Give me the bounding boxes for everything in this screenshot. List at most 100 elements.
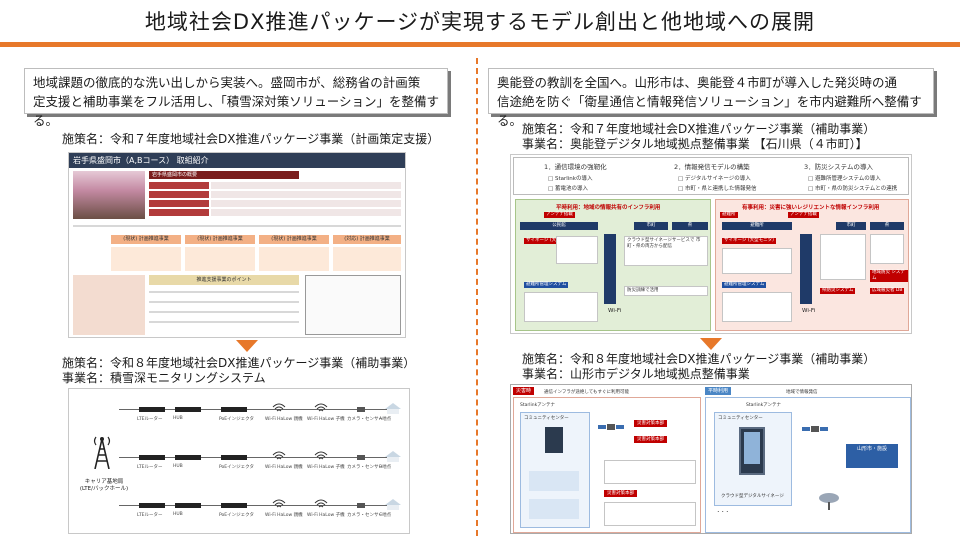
network-node-label: LTEルーター	[137, 513, 163, 518]
yamagata-slide-image: 災害時 平時利用 通信インフラが途絶してもすぐに利用可能 Starlinkアンテ…	[510, 384, 912, 534]
step-detail-box	[185, 247, 255, 271]
right-caption-1-line-2: 事業名：奥能登デジタル地域拠点整備事業 【石川県（４市町）】	[522, 137, 868, 151]
network-node-label: カメラ・センサー	[347, 465, 383, 470]
poe-injector-icon	[221, 503, 247, 508]
disaster-tag: 災害時	[513, 387, 535, 395]
disaster-heading: 通信インフラが途絶してもすぐに利用可能	[544, 390, 630, 395]
right-caption-2-line-2: 事業名：山形市デジタル地域拠点整備事業	[522, 367, 750, 381]
table-row-label	[149, 200, 209, 207]
flow-box	[604, 502, 696, 526]
public-hall-label: 公民館	[520, 222, 598, 230]
okunoto-slide-image: 1．通信環境の強靭化 2．情報発信モデルの構築 3．防災システムの導入 □ St…	[510, 154, 912, 334]
poe-injector-icon	[221, 455, 247, 460]
network-node-label: A地点	[379, 417, 392, 422]
network-connector	[119, 505, 389, 506]
pillar-heading-2: 2．情報発信モデルの構築	[674, 163, 750, 171]
right-caption-1-line-1: 施策名：令和７年度地域社会DX推進パッケージ事業（補助事業）	[522, 122, 876, 136]
pillar-item: デジタルサイネージの導入	[684, 176, 751, 182]
down-arrow-icon	[700, 338, 722, 350]
hub-icon	[175, 455, 201, 460]
step-detail-box	[333, 247, 401, 271]
pref-label: 県	[672, 222, 708, 230]
hq-box-1: 災害対策本部	[634, 420, 667, 427]
drill-box: 防災訓練で活用	[624, 286, 708, 296]
signage-detail-box	[556, 236, 598, 264]
shelter-label: 避難所	[722, 222, 792, 230]
satellite-icon	[802, 426, 828, 432]
emergency-use-caption: 有事利用：災害に強いレジリエントな情報インフラ利用	[742, 205, 880, 211]
antenna-badge: アンテナ搭載	[544, 212, 575, 218]
pref-system-box	[870, 234, 904, 264]
left-summary-box: 地域課題の徹底的な洗い出しから実装へ。盛岡市が、総務省の計画策 定支援と補助事業…	[24, 68, 448, 128]
camera-sensor-icon	[357, 407, 365, 412]
pillar-item: 市町・県の防災システムとの連携	[814, 186, 898, 192]
network-node-label: Wi-Fi HaLow 子機	[307, 513, 345, 518]
step-chevron-4: (対応) 計画推進事業	[333, 235, 401, 244]
network-node-label: Wi-Fi HaLow 親機	[265, 513, 303, 518]
wifi-halow-icon	[314, 403, 328, 412]
divider-line	[149, 291, 299, 293]
hq-box-2: 災害対策本部	[634, 436, 667, 443]
network-node-label: Wi-Fi HaLow 子機	[307, 465, 345, 470]
wifi-halow-icon	[314, 499, 328, 508]
normal-tag: 平時利用	[705, 387, 732, 395]
tower-label-line-1: キャリア基地局	[84, 479, 124, 485]
koiki-db-badge: 広域被災者 DB	[870, 288, 905, 294]
right-caption-2-line-1: 施策名：令和８年度地域社会DX推進パッケージ事業（補助事業）	[522, 352, 876, 366]
tower-label-line-2: (LTE/バックホール)	[79, 486, 129, 492]
table-row-label	[149, 209, 209, 216]
note-text: ・・・	[716, 510, 730, 515]
cloud-box-2	[820, 234, 866, 280]
right-summary-line-2: 信途絶を防ぐ「衛星通信と情報発信ソリューション」を市内避難所へ整備する。	[497, 94, 922, 128]
starlink-bar-2	[800, 234, 812, 304]
hub-icon	[175, 503, 201, 508]
network-connector	[119, 457, 389, 458]
cloud-signage-label: クラウド型デジタルサイネージ	[721, 494, 784, 499]
right-summary-box: 奥能登の教訓を全国へ。山形市は、奥能登４市町が導入した発災時の通 信途絶を防ぐ「…	[488, 68, 934, 128]
cloud-signage-text: クラウド型サイネージサービスで 市町・県の両方から配信	[627, 238, 701, 249]
network-node-label: PoEインジェクタ	[219, 417, 254, 422]
network-connector	[119, 409, 389, 410]
wifi-halow-icon	[272, 403, 286, 412]
right-summary-line-1: 奥能登の教訓を全国へ。山形市は、奥能登４市町が導入した発災時の通	[497, 75, 898, 90]
city-label-2: 市町	[836, 222, 866, 230]
network-node-label: カメラ・センサー	[347, 417, 383, 422]
signage-detail-box-2	[722, 248, 792, 274]
wifi-halow-icon	[314, 451, 328, 460]
antenna-badge-2: アンテナ搭載	[788, 212, 819, 218]
cell-tower-icon	[93, 436, 111, 469]
device-panel	[529, 471, 579, 491]
network-node-label: PoEインジェクタ	[219, 513, 254, 518]
normal-panel: 地域で情報発信 Starlinkアンテナ コミュニティセンター クラウド型デジタ…	[705, 390, 911, 533]
signage-badge-2: サイネージ (大型モニタ)	[722, 238, 776, 244]
yamagata-facility-label: 山形市・施設	[856, 446, 887, 452]
starlink-label: Starlinkアンテナ	[520, 403, 556, 408]
network-node-label: HUB	[173, 416, 183, 421]
left-summary-line-2: 定支援と補助事業をフル活用し、「積雪深対策ソリューション」を整備する。	[33, 94, 440, 128]
starlink-dish-icon	[819, 493, 839, 510]
site-building-icon	[385, 403, 401, 414]
tower-label: キャリア基地局 (LTE/バックホール)	[73, 479, 135, 493]
table-row	[211, 191, 401, 198]
table-row-label	[149, 191, 209, 198]
morioka-slide-image: 岩手県盛岡市（A,Bコース） 取組紹介 岩手県盛岡市の概要 (現状) 計画推進事…	[68, 152, 406, 338]
network-node-label: Wi-Fi HaLow 子機	[307, 417, 345, 422]
signage-device-icon	[545, 427, 563, 453]
down-arrow-icon	[236, 340, 258, 352]
yamagata-facility-box: 山形市・施設	[846, 444, 898, 468]
site-building-icon	[385, 499, 401, 510]
network-node-label: カメラ・センサー	[347, 513, 383, 518]
morioka-overview-label: 岩手県盛岡市の概要	[149, 171, 299, 179]
community-center-box-2: コミュニティセンター クラウド型デジタルサイネージ	[714, 412, 792, 506]
normal-heading: 地域で情報発信	[786, 390, 818, 395]
table-row	[211, 209, 401, 216]
disaster-panel: 通信インフラが途絶してもすぐに利用可能 Starlinkアンテナ コミュニティセ…	[513, 390, 701, 533]
divider-line	[73, 225, 401, 227]
poe-injector-icon	[221, 407, 247, 412]
shelter-system-badge-2: 避難所管理システム	[722, 282, 767, 288]
pillar-item: 避難所管理システムの導入	[814, 176, 881, 182]
step-chevron-1: (現状) 計画推進事業	[111, 235, 181, 244]
point-band: 推進支援事業のポイント	[149, 275, 299, 285]
left-caption-1: 施策名：令和７年度地域社会DX推進パッケージ事業（計画策定支援）	[62, 132, 440, 146]
emergency-use-panel: 有事利用：災害に強いレジリエントな情報インフラ利用 避難所 アンテナ搭載 避難所…	[715, 199, 909, 331]
